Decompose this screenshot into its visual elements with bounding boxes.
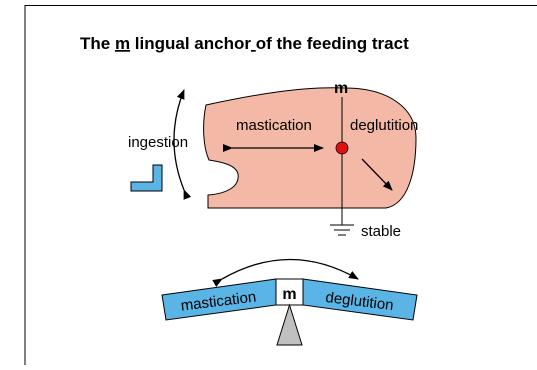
- fulcrum-triangle: [276, 303, 303, 346]
- title: The m lingual anchor of the feeding trac…: [80, 34, 409, 53]
- ground-icon: [330, 224, 354, 236]
- m-anchor-label: m: [334, 80, 348, 97]
- mastication-label: mastication: [236, 117, 312, 134]
- l-bracket-icon: [130, 164, 163, 192]
- ingestion-label: ingestion: [128, 134, 188, 151]
- ingestion-arc: [173, 89, 192, 200]
- deglutition-arrow: [361, 158, 393, 191]
- anchor-point: [335, 141, 349, 155]
- balance-m-label: m: [282, 286, 296, 303]
- stable-label: stable: [361, 223, 401, 240]
- balance-center-box: [275, 278, 304, 306]
- balance-arc: [212, 258, 359, 287]
- deglutition-label: deglutition: [350, 117, 418, 134]
- balance-right-bar: [302, 278, 418, 321]
